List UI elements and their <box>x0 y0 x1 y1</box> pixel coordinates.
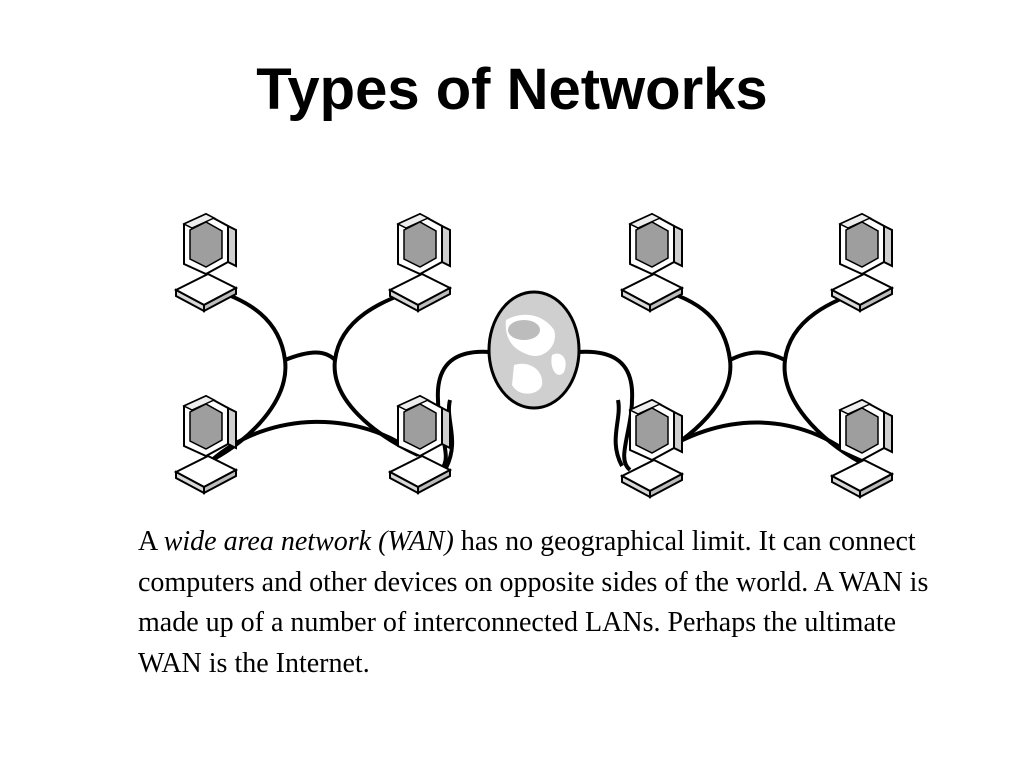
wan-links <box>435 349 635 472</box>
desktop-computer-icon <box>389 395 451 494</box>
lan-left-cables <box>207 286 423 462</box>
desktop-computer-icon <box>831 399 893 498</box>
wan-diagram <box>160 200 900 510</box>
wan-term: wide area network (WAN) <box>163 526 454 557</box>
description-text: has no geographical limit. It can connec… <box>138 526 929 679</box>
desktop-computer-icon <box>175 213 237 312</box>
desktop-computer-icon <box>621 213 683 312</box>
desktop-computer-icon <box>175 395 237 494</box>
desktop-computer-icon <box>621 399 683 498</box>
lead-text: A <box>138 526 164 557</box>
wan-description: A wide area network (WAN) has no geograp… <box>138 522 958 684</box>
globe-icon <box>487 290 581 410</box>
desktop-computer-icon <box>389 213 451 312</box>
desktop-computer-icon <box>831 213 893 312</box>
slide-title: Types of Networks <box>256 57 768 122</box>
